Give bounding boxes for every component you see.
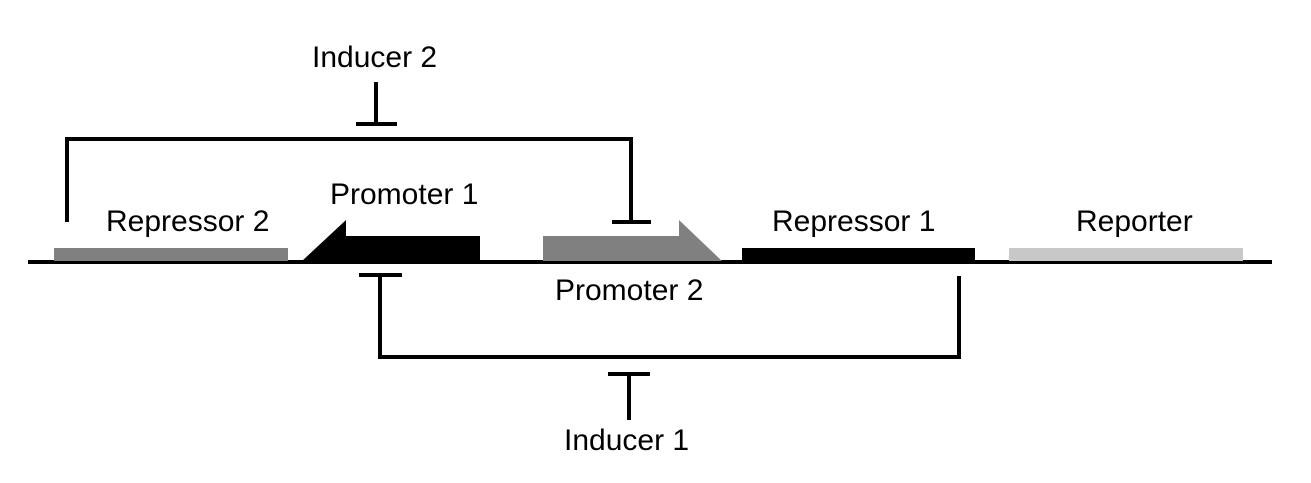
reporter-gene — [1009, 248, 1243, 261]
repressor2-gene — [54, 248, 288, 261]
promoter2-arrowhead — [679, 220, 722, 261]
promoter1-body — [346, 236, 480, 261]
promoter1-label: Promoter 1 — [330, 178, 478, 211]
promoter2-body — [543, 236, 679, 261]
repression-bracket-upper — [65, 137, 633, 222]
repressor2-label: Repressor 2 — [106, 205, 269, 238]
repression-bracket-lower — [378, 275, 961, 359]
inducer1-label: Inducer 1 — [564, 424, 689, 457]
repressor1-label: Repressor 1 — [772, 205, 935, 238]
repressor1-gene — [742, 248, 975, 261]
reporter-label: Reporter — [1076, 205, 1193, 238]
promoter2-label: Promoter 2 — [555, 274, 703, 307]
inducer2-label: Inducer 2 — [312, 41, 437, 74]
promoter1-arrowhead — [302, 220, 346, 261]
